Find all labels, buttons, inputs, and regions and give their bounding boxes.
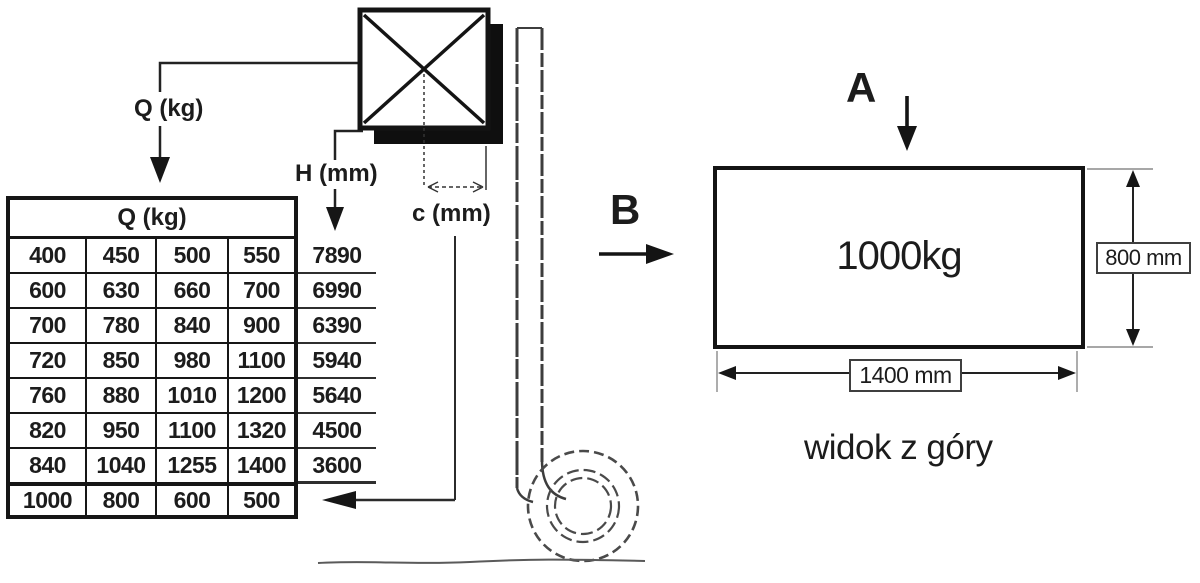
view-a-label: A (846, 64, 877, 111)
table-row: 700 780 840 900 (10, 309, 294, 344)
table-cell: 760 (29, 382, 66, 408)
top-view-caption: widok z góry (804, 428, 993, 467)
h-value: 7890 (298, 239, 376, 274)
h-value: 3600 (298, 449, 376, 484)
table-row: 600 630 660 700 (10, 274, 294, 309)
capacity-table-header: Q (kg) (10, 200, 294, 239)
h-value: 6990 (298, 274, 376, 309)
table-cell: 700 (29, 312, 66, 338)
forklift-mast (515, 27, 567, 504)
h-values-column: 7890 6990 6390 5940 5640 4500 3600 (298, 239, 376, 484)
h-value: 5640 (298, 379, 376, 414)
load-weight-label: 1000kg (836, 234, 962, 278)
table-cell: 820 (29, 417, 66, 443)
table-footer-row: 1000 800 600 500 (10, 486, 294, 515)
h-axis-label: H (mm) (295, 160, 378, 187)
view-b-label: B (610, 186, 641, 233)
table-cell: 600 (29, 277, 66, 303)
ground-line (317, 558, 646, 564)
depth-dimension-value: 800 mm (1096, 242, 1191, 274)
table-cell: 550 (227, 239, 294, 272)
table-row: 820 950 1100 1320 (10, 414, 294, 449)
table-cell: 720 (29, 347, 66, 373)
h-value: 5940 (298, 344, 376, 379)
table-cell: 850 (85, 344, 155, 377)
table-cell: 660 (155, 274, 227, 307)
table-cell: 980 (155, 344, 227, 377)
load-capacity-table: Q (kg) 400 450 500 550 600 630 660 700 7… (6, 196, 298, 519)
table-row: 760 880 1010 1200 (10, 379, 294, 414)
q-callout-lines (150, 61, 362, 183)
c-dimension-label: c (mm) (412, 200, 491, 227)
q-axis-label: Q (kg) (134, 95, 204, 122)
table-row: 840 1040 1255 1400 (10, 449, 294, 486)
table-cell: 1100 (155, 414, 227, 447)
table-cell: 630 (85, 274, 155, 307)
table-cell: 1010 (155, 379, 227, 412)
table-cell: 1100 (227, 344, 294, 377)
table-cell: 500 (155, 239, 227, 272)
table-cell: 840 (29, 452, 66, 478)
table-cell: 1320 (227, 414, 294, 447)
table-cell: 1040 (85, 449, 155, 482)
table-cell: 950 (85, 414, 155, 447)
table-row: 720 850 980 1100 (10, 344, 294, 379)
table-cell: 840 (155, 309, 227, 342)
table-cell: 800 (85, 486, 155, 515)
table-cell: 1200 (227, 379, 294, 412)
table-cell: 400 (29, 242, 66, 268)
width-dimension-value: 1400 mm (849, 359, 962, 392)
table-cell: 500 (227, 486, 294, 515)
h-value: 4500 (298, 414, 376, 449)
table-cell: 1000 (22, 487, 73, 513)
table-cell: 450 (85, 239, 155, 272)
forklift-wheel-icon (526, 449, 640, 563)
table-cell: 780 (85, 309, 155, 342)
view-a-arrow (897, 96, 917, 151)
table-cell: 1255 (155, 449, 227, 482)
view-b-arrow (599, 244, 674, 264)
table-cell: 1400 (227, 449, 294, 482)
h-value: 6390 (298, 309, 376, 344)
table-row: 400 450 500 550 (10, 239, 294, 274)
c-dimension-lines (322, 74, 487, 509)
table-cell: 600 (155, 486, 227, 515)
table-cell: 700 (227, 274, 294, 307)
load-box-icon (357, 7, 503, 144)
table-cell: 880 (85, 379, 155, 412)
top-view-outline (713, 166, 1085, 349)
h-callout-lines (326, 129, 363, 231)
table-cell: 900 (227, 309, 294, 342)
